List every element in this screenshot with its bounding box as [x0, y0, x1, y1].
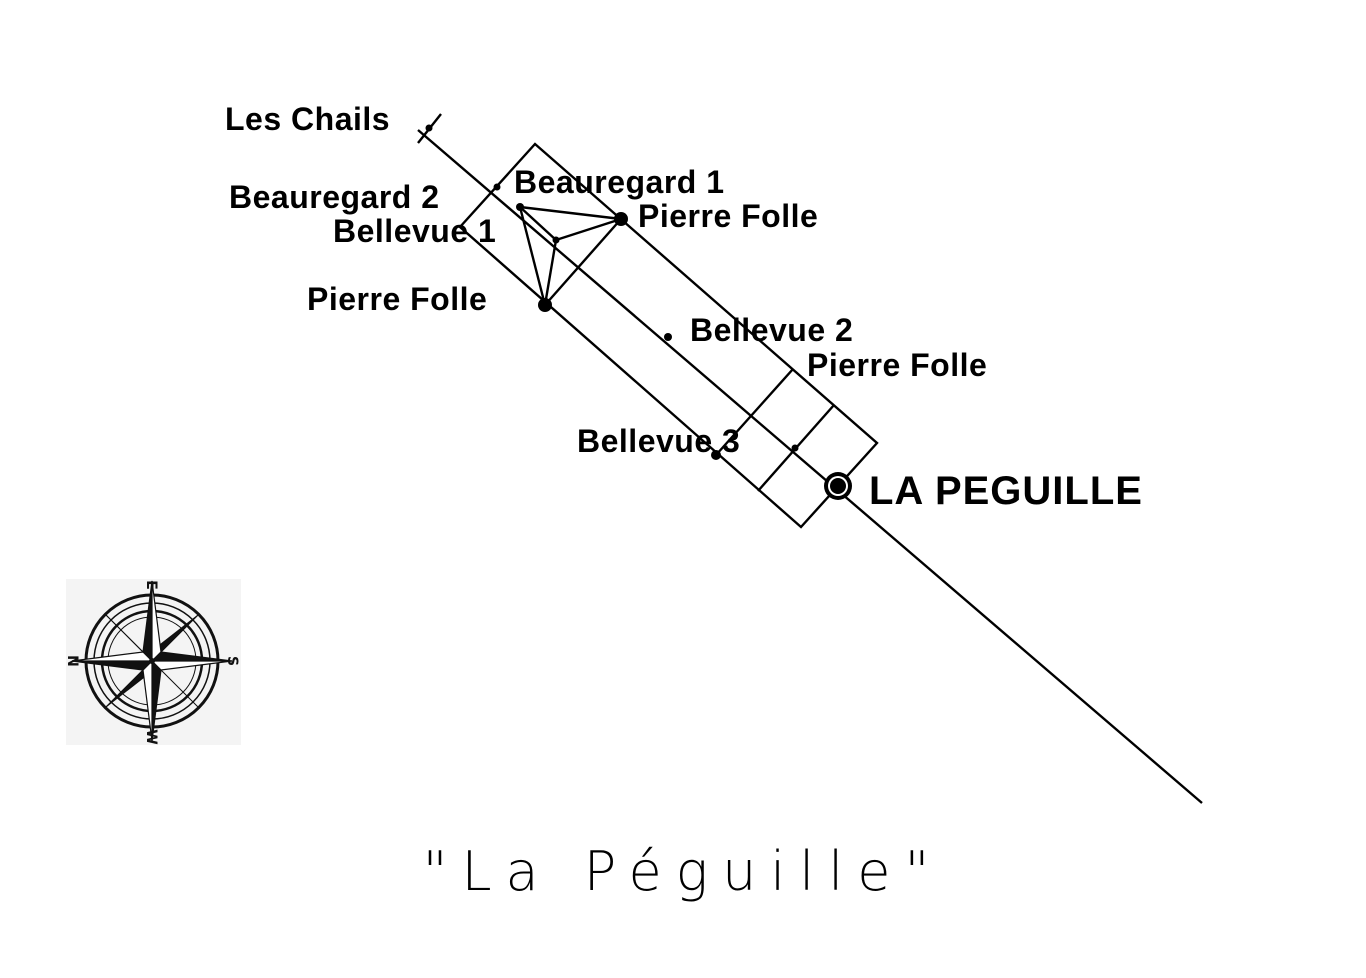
label-bellevue-3: Bellevue 3	[577, 423, 740, 459]
point-bellevue-2	[664, 333, 672, 341]
lower-grid-line-1	[715, 368, 794, 456]
label-la-peguille: LA PEGUILLE	[869, 469, 1143, 513]
point-la-peguille	[824, 472, 852, 500]
point-les-chails	[425, 124, 433, 132]
point-pierre-folle-lower	[791, 444, 799, 452]
label-les-chails: Les Chails	[225, 101, 390, 137]
triangle-line-3	[519, 206, 557, 241]
point-bellevue-1	[516, 203, 524, 211]
label-beauregard-1: Beauregard 1	[514, 164, 725, 200]
label-bellevue-2: Bellevue 2	[690, 312, 853, 348]
compass-letter-left: N	[64, 655, 80, 667]
label-pierre-folle-left: Pierre Folle	[307, 281, 487, 317]
upper-cross-line	[544, 218, 622, 306]
diagram-caption: "La Péguille"	[423, 840, 944, 903]
point-beauregard-2	[493, 183, 501, 191]
label-pierre-folle-lower: Pierre Folle	[807, 347, 987, 383]
triangle-line-4	[555, 217, 622, 242]
point-inner	[552, 236, 560, 244]
alignment-axis	[417, 129, 1203, 804]
point-bellevue-3	[711, 450, 721, 460]
outer-rectangle	[458, 142, 879, 529]
label-pierre-folle-upper: Pierre Folle	[638, 198, 818, 234]
triangle-line-5	[543, 239, 558, 306]
compass-letter-right: S	[224, 656, 240, 666]
triangle-line-1	[519, 205, 622, 221]
point-pierre-folle-left	[538, 298, 552, 312]
label-bellevue-1: Bellevue 1	[333, 213, 496, 249]
point-pierre-folle-upper	[614, 212, 628, 226]
compass-rose-icon: E N S W	[64, 579, 241, 745]
label-beauregard-2: Beauregard 2	[229, 179, 440, 215]
compass-letter-top: E	[143, 580, 159, 590]
triangle-line-2	[518, 206, 547, 306]
compass-letter-bottom: W	[143, 729, 159, 744]
